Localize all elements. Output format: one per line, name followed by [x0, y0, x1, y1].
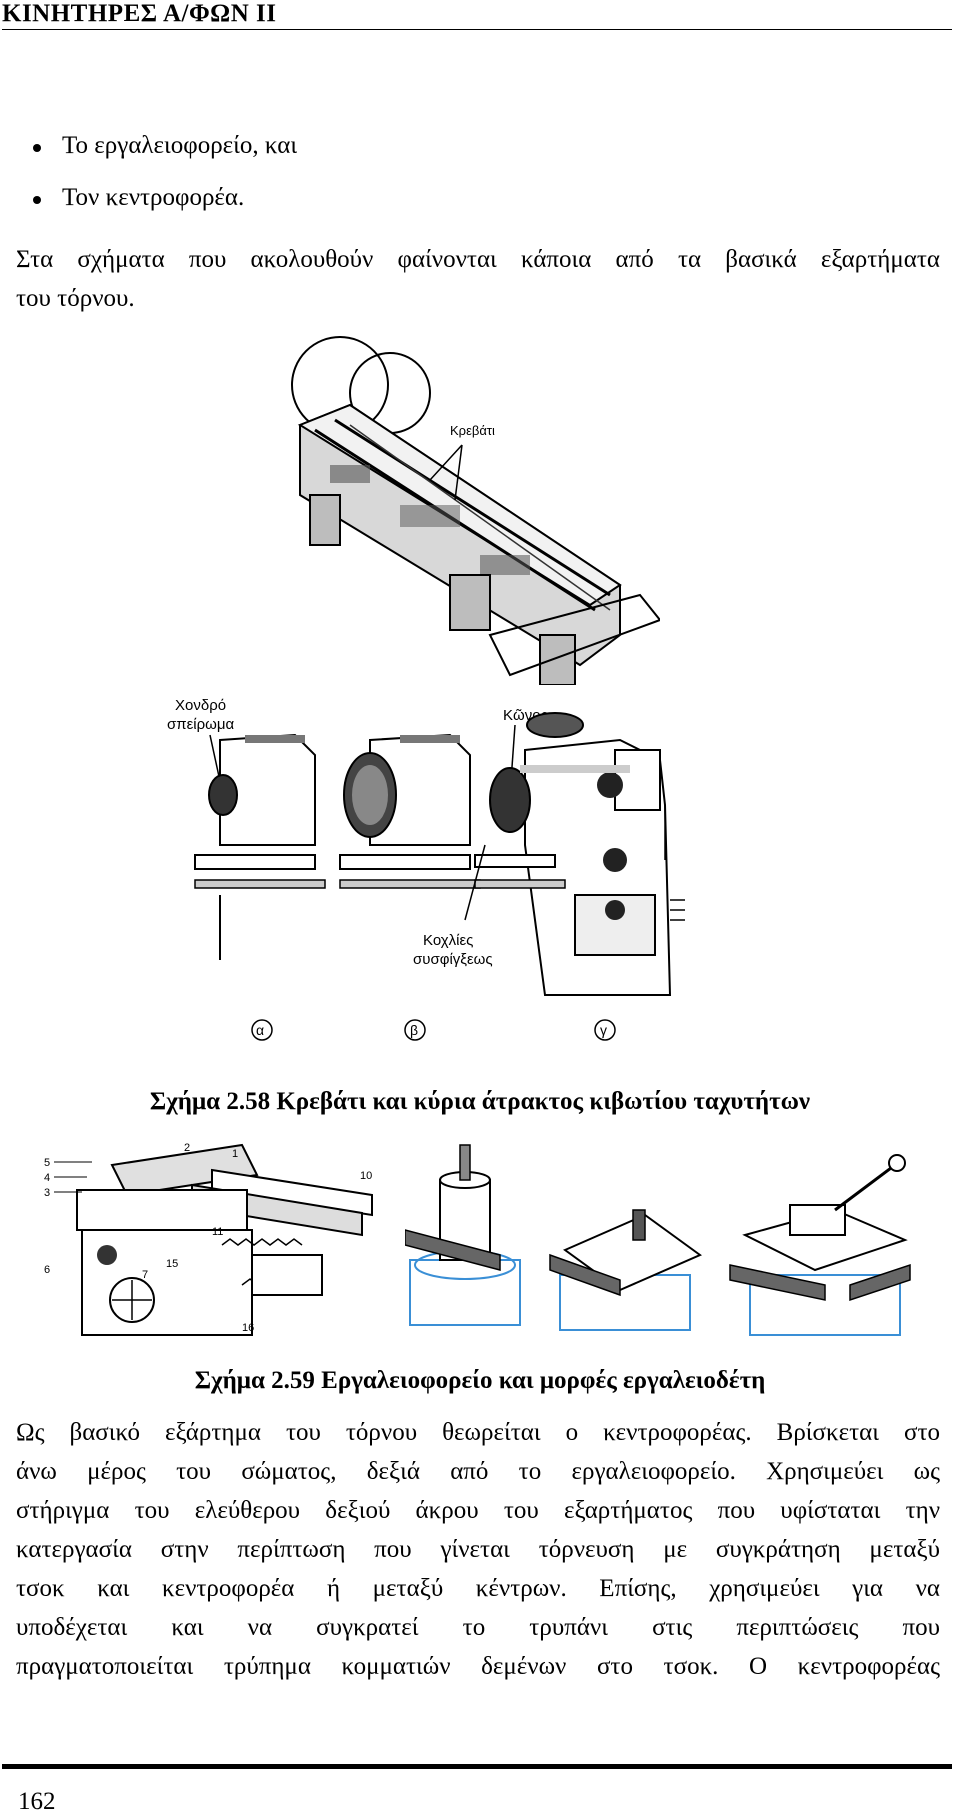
headstock-illustration: Χονδρό σπείρωμα Κῶνος	[167, 697, 685, 1041]
intro-paragraph: Στα σχήματα που ακολουθούν φαίνονται κάπ…	[16, 240, 940, 318]
label-clamp-screws: συσφίγξεως	[413, 951, 493, 968]
four-way-turret-holder	[729, 1154, 911, 1336]
callout-number: 7	[142, 1269, 148, 1281]
carriage-illustration: 5 4 3 6 2 1 10 11 15 7 16	[44, 1142, 373, 1336]
tool-holder-illustration	[405, 1144, 911, 1336]
body-line: τσοκ και κεντροφορέα ή μεταξύ κέντρων. Ε…	[16, 1575, 940, 1602]
callout-number: 3	[44, 1187, 50, 1199]
page-number: 162	[18, 1788, 56, 1815]
label-bed: Κρεβάτι	[450, 423, 495, 438]
headstock-gamma	[474, 712, 685, 996]
label-coarse-thread: Χονδρό	[175, 697, 226, 714]
running-header: ΚΙΝΗΤΗΡΕΣ Α/ΦΩΝ ΙΙ	[2, 0, 952, 30]
bullet-item: Το εργαλειοφορείο, και	[20, 132, 920, 184]
header-title: ΚΙΝΗΤΗΡΕΣ Α/ΦΩΝ ΙΙ	[2, 0, 277, 27]
body-line: στήριγμα του ελεύθερου δεξιού άκρου του …	[16, 1497, 940, 1524]
bullet-list: Το εργαλειοφορείο, και Τον κεντροφορέα.	[20, 132, 920, 236]
figure-caption: Σχήμα 2.58 Κρεβάτι και κύρια άτρακτος κι…	[149, 1088, 811, 1115]
callout-number: 6	[44, 1264, 50, 1276]
headstock-alpha	[194, 733, 326, 960]
label-clamp-screws: Κοχλίες	[423, 932, 473, 949]
callout-number: 2	[184, 1142, 190, 1154]
footer-rule	[2, 1764, 952, 1769]
body-line: υποδέχεται και να συγκρατεί το τρυπάνι σ…	[16, 1614, 940, 1641]
callout-number: 5	[44, 1157, 50, 1169]
intro-line: Στα σχήματα που ακολουθούν φαίνονται κάπ…	[16, 246, 940, 273]
callout-number: 1	[232, 1148, 238, 1160]
callout-number: 4	[44, 1172, 50, 1184]
body-paragraph: Ως βασικό εξάρτημα του τόρνου θεωρείται …	[16, 1413, 940, 1686]
figure-caption: Σχήμα 2.59 Εργαλειοφορείο και μορφές εργ…	[194, 1367, 766, 1394]
bullet-item: Τον κεντροφορέα.	[20, 184, 920, 236]
lathe-bed-illustration: Κρεβάτι	[291, 336, 660, 685]
callout-number: 10	[360, 1170, 372, 1182]
intro-line: του τόρνου.	[16, 285, 135, 312]
body-line: κατεργασία στην περίπτωση που γίνεται τό…	[16, 1536, 940, 1563]
body-line: Ως βασικό εξάρτημα του τόρνου θεωρείται …	[16, 1419, 940, 1446]
label-gamma: γ	[600, 1022, 607, 1038]
callout-number: 11	[212, 1226, 223, 1238]
label-alpha: α	[256, 1022, 264, 1038]
plate-clamp-holder	[549, 1209, 702, 1331]
label-coarse-thread: σπείρωμα	[167, 716, 235, 733]
headstock-beta	[339, 733, 481, 889]
label-beta: β	[410, 1022, 418, 1038]
callout-number: 15	[166, 1258, 178, 1270]
callout-number: 16	[242, 1322, 254, 1334]
tool-post-holder	[405, 1144, 521, 1326]
body-line: πραγματοποιείται τρύπημα κομματιών δεμέν…	[16, 1653, 940, 1680]
body-line: άνω μέρος του σώματος, δεξιά από το εργα…	[16, 1458, 940, 1485]
